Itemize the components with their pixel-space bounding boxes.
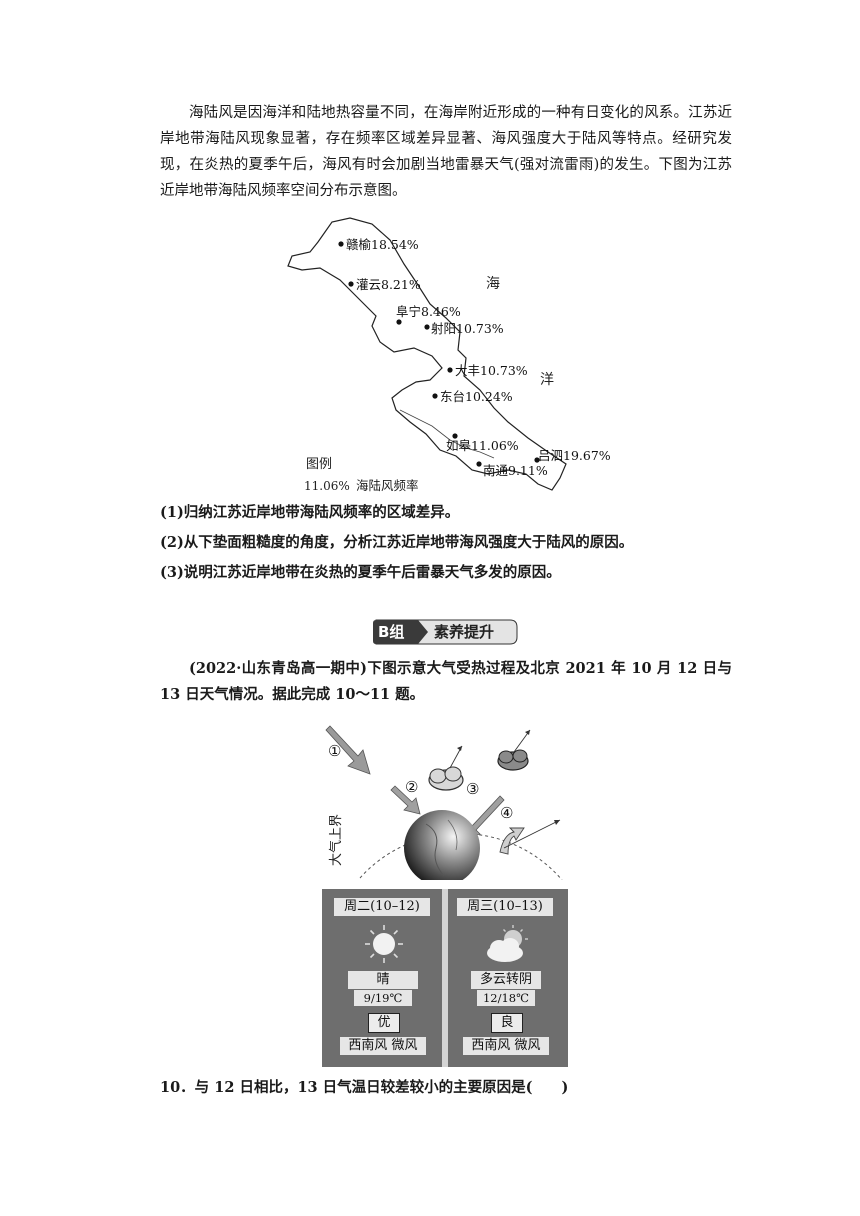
intro-paragraph: 海陆风是因海洋和陆地热容量不同，在海岸附近形成的一种有日变化的风系。江苏近岸地带… xyxy=(160,105,732,199)
sea-label: 海 xyxy=(486,276,500,292)
question-1: (1)归纳江苏近岸地带海陆风频率的区域差异。 xyxy=(160,504,460,521)
legend-label: 海陆风频率 xyxy=(356,478,419,493)
inner-boundary xyxy=(399,409,495,459)
atmosphere-top-label: 大气上界 xyxy=(328,814,344,866)
sun-icon xyxy=(365,925,403,963)
weather-wind: 西南风 微风 xyxy=(463,1037,549,1055)
station-label: 南通9.11% xyxy=(483,463,548,478)
station-label: 赣榆18.54% xyxy=(346,237,419,252)
station-label: 阜宁8.46% xyxy=(396,304,461,319)
station-dot xyxy=(338,241,344,247)
station-label: 大丰10.73% xyxy=(455,363,528,378)
atmosphere-heating-diagram: ① ② ③ ④ 大气上界 xyxy=(325,725,563,880)
section-badge-label: B组 xyxy=(378,623,405,641)
station-dot xyxy=(476,461,482,467)
question-10: 10．与 12 日相比，13 日气温日较差较小的主要原因是( ) xyxy=(160,1079,569,1096)
station-dot xyxy=(432,393,438,399)
arrow-4 xyxy=(499,827,525,855)
station-dot xyxy=(452,433,458,439)
weather-wind: 西南风 微风 xyxy=(340,1037,426,1055)
legend-title: 图例 xyxy=(306,457,332,472)
station-label: 吕泗19.67% xyxy=(538,448,611,463)
station-label: 射阳10.73% xyxy=(431,321,504,336)
question-2: (2)从下垫面粗糙度的角度，分析江苏近岸地带海风强度大于陆风的原因。 xyxy=(160,534,634,551)
legend-value: 11.06% xyxy=(304,479,350,493)
sea-label: 洋 xyxy=(540,372,554,388)
weather-temp: 9/19℃ xyxy=(354,990,412,1006)
weather-day-tuesday: 周二(10–12) 晴 9/19℃ 优 西南风 微风 xyxy=(322,889,445,1067)
arrow-2 xyxy=(390,785,421,815)
weather-divider xyxy=(442,889,448,1067)
diagram-label-2: ② xyxy=(405,778,418,796)
jiangsu-outline xyxy=(287,217,567,491)
air-quality-badge: 良 xyxy=(491,1013,523,1033)
station-dot xyxy=(348,281,354,287)
weather-condition: 多云转阴 xyxy=(471,971,541,989)
weather-date: 周二(10–12) xyxy=(334,898,430,916)
station-dot xyxy=(396,319,402,325)
earth-globe xyxy=(404,810,480,880)
section-badge: B组 素养提升 xyxy=(372,619,518,645)
diagram-label-1: ① xyxy=(328,742,341,760)
station-dot xyxy=(534,457,540,463)
weather-condition: 晴 xyxy=(348,971,418,989)
group-b-intro: (2022·山东青岛高一期中)下图示意大气受热过程及北京 2021 年 10 月… xyxy=(160,660,732,703)
diagram-label-4: ④ xyxy=(500,804,513,822)
weather-date: 周三(10–13) xyxy=(457,898,553,916)
weather-day-wednesday: 周三(10–13) 多云转阴 12/18℃ 良 西南风 微风 xyxy=(445,889,568,1067)
station-dot xyxy=(447,367,453,373)
section-title: 素养提升 xyxy=(434,623,495,641)
weather-panel: 周二(10–12) 晴 9/19℃ 优 西南风 微风 周三(10–13) xyxy=(322,889,568,1067)
cloud-sun-icon xyxy=(487,925,528,962)
station-label: 如皋11.06% xyxy=(446,438,519,453)
station-label: 东台10.24% xyxy=(440,389,513,404)
weather-temp: 12/18℃ xyxy=(477,990,535,1006)
jiangsu-coastal-map: 赣榆18.54% 灌云8.21% 阜宁8.46% 射阳10.73% 大丰10.7… xyxy=(287,217,611,493)
arrow-1 xyxy=(325,725,371,775)
diagram-label-3: ③ xyxy=(466,780,479,798)
station-dot xyxy=(424,324,430,330)
air-quality-badge: 优 xyxy=(368,1013,400,1033)
question-3: (3)说明江苏近岸地带在炎热的夏季午后雷暴天气多发的原因。 xyxy=(160,564,561,581)
station-label: 灌云8.21% xyxy=(356,277,421,292)
